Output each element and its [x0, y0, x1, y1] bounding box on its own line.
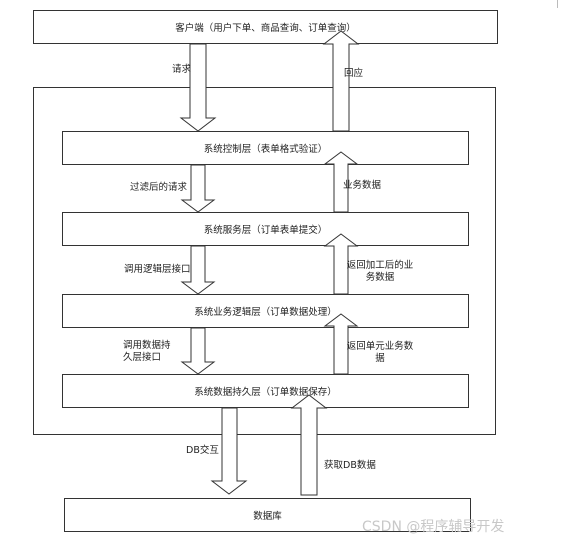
up-arrow-business-data — [323, 151, 359, 213]
label-db-interaction: DB交互 — [186, 445, 219, 456]
label-business-data: 业务数据 — [343, 180, 382, 191]
corner-mark — [557, 0, 558, 8]
business-logic-layer-box: 系统业务逻辑层（订单数据处理） — [62, 294, 469, 328]
watermark: CSDN @程序辅导开发 — [362, 519, 505, 535]
down-arrow-request — [179, 43, 217, 132]
label-processed-business-data: 返回加工后的业务数据 — [346, 260, 414, 283]
up-arrow-unit-data — [323, 313, 359, 375]
up-arrow-processed-data — [323, 233, 359, 295]
client-box: 客户端（用户下单、商品查询、订单查询） — [33, 10, 498, 44]
system-boundary — [33, 87, 496, 435]
label-filtered-request: 过滤后的请求 — [130, 182, 188, 193]
label-request: 请求 — [172, 64, 192, 75]
database-box: 数据库 — [64, 498, 471, 532]
down-arrow-filtered-request — [180, 164, 216, 213]
up-arrow-response — [322, 30, 360, 132]
control-layer-box: 系统控制层（表单格式验证） — [62, 131, 469, 165]
label-call-logic-interface: 调用逻辑层接口 — [124, 264, 191, 275]
up-arrow-get-db-data — [290, 394, 328, 496]
down-arrow-call-persistence — [180, 327, 216, 375]
down-arrow-db-interaction — [210, 407, 248, 495]
label-get-db-data: 获取DB数据 — [324, 460, 376, 471]
label-unit-business-data: 返回单元业务数据 — [346, 341, 414, 364]
down-arrow-call-logic — [180, 245, 216, 295]
label-call-persistence-interface: 调用数据持久层接口 — [123, 340, 171, 363]
service-layer-box: 系统服务层（订单表单提交） — [62, 212, 469, 246]
data-persistence-layer-box: 系统数据持久层（订单数据保存） — [62, 374, 469, 408]
label-response: 回应 — [344, 68, 364, 79]
